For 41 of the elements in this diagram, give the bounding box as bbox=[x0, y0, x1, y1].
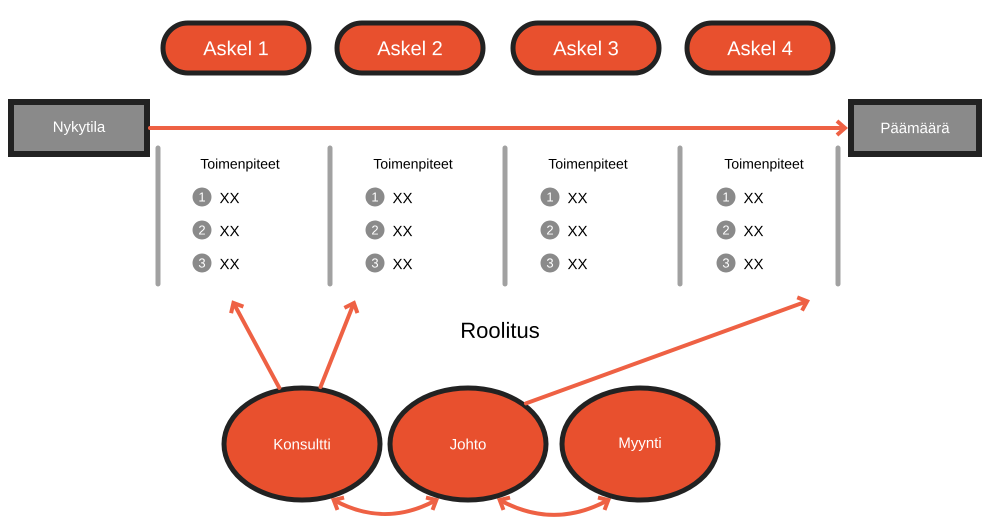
item-text: XX bbox=[392, 226, 412, 236]
step-pill: Askel 4 bbox=[684, 20, 836, 76]
number-badge: 2 bbox=[366, 220, 384, 240]
column-heading: Toimenpiteet bbox=[724, 158, 804, 172]
number-badge: 1 bbox=[366, 188, 384, 206]
state-box: Päämäärä bbox=[848, 99, 982, 157]
step-pill: Askel 1 bbox=[160, 20, 312, 76]
state-box: Nykytila bbox=[8, 99, 150, 157]
number-badge: 1 bbox=[716, 188, 736, 206]
arrow bbox=[331, 496, 439, 516]
column-heading: Toimenpiteet bbox=[548, 158, 628, 172]
item-text: XX bbox=[744, 258, 764, 270]
column-heading: Toimenpiteet bbox=[200, 158, 280, 172]
arrow bbox=[524, 296, 810, 406]
arrow bbox=[318, 300, 360, 390]
number-badge: 3 bbox=[192, 254, 212, 272]
arrow bbox=[229, 300, 282, 390]
step-pill: Askel 2 bbox=[334, 20, 486, 76]
number-badge: 2 bbox=[540, 220, 560, 240]
item-text: XX bbox=[568, 192, 588, 204]
item-text: XX bbox=[392, 258, 412, 270]
arrow bbox=[497, 496, 611, 517]
number-badge: 1 bbox=[540, 188, 560, 206]
number-badge: 2 bbox=[716, 220, 736, 240]
number-badge: 1 bbox=[192, 188, 212, 206]
number-badge: 2 bbox=[192, 220, 212, 240]
item-text: XX bbox=[220, 226, 240, 236]
item-text: XX bbox=[568, 226, 588, 236]
step-pill: Askel 3 bbox=[510, 20, 662, 76]
number-badge: 3 bbox=[366, 254, 384, 272]
section-label: Roolitus bbox=[462, 322, 539, 338]
number-badge: 3 bbox=[540, 254, 560, 272]
column-heading: Toimenpiteet bbox=[374, 158, 453, 172]
item-text: XX bbox=[568, 258, 588, 270]
item-text: XX bbox=[220, 192, 240, 204]
arrow bbox=[148, 120, 848, 136]
item-text: XX bbox=[744, 192, 764, 204]
item-text: XX bbox=[744, 226, 764, 236]
item-text: XX bbox=[220, 258, 240, 270]
item-text: XX bbox=[392, 192, 412, 204]
number-badge: 3 bbox=[716, 254, 736, 272]
